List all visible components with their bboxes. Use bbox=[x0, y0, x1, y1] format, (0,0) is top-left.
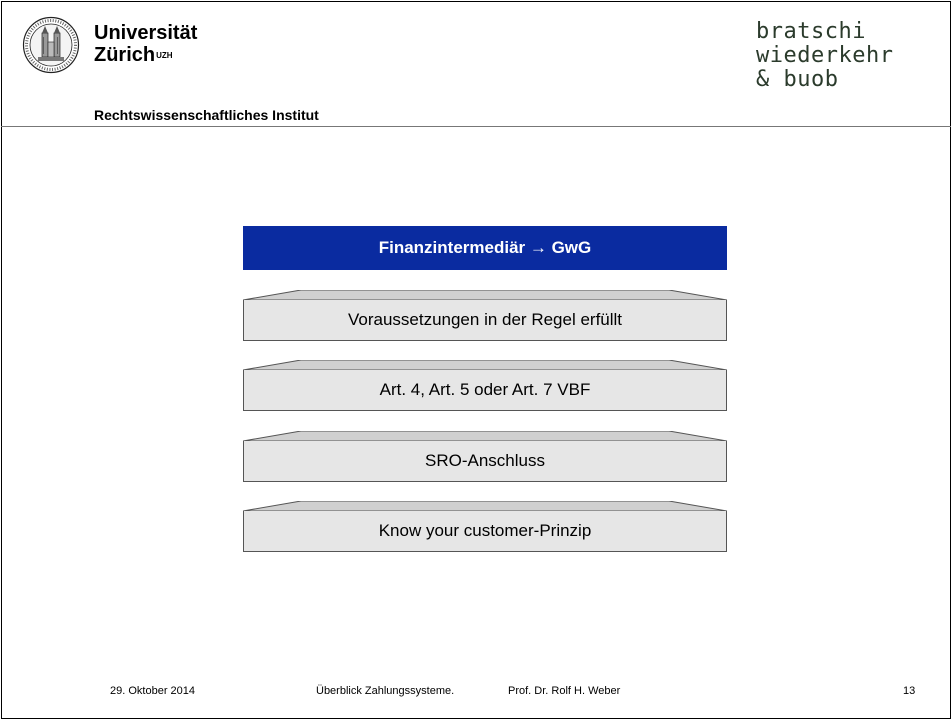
footer-date: 29. Oktober 2014 bbox=[110, 685, 196, 697]
step-bevel bbox=[243, 431, 727, 441]
firm-logo-line1: bratschi bbox=[756, 19, 866, 44]
step-bevel bbox=[243, 290, 727, 300]
firm-logo-line3: & buob bbox=[756, 67, 839, 92]
step-item: Voraussetzungen in der Regel erfüllt bbox=[243, 290, 727, 341]
page-number: 13 bbox=[903, 685, 916, 697]
step-item: SRO-Anschluss bbox=[243, 431, 727, 482]
institute-name: Rechtswissenschaftliches Institut bbox=[94, 107, 319, 123]
step-label: Know your customer-Prinzip bbox=[243, 511, 727, 552]
firm-logo: bratschi wiederkehr & buob bbox=[756, 20, 893, 92]
firm-logo-line2: wiederkehr bbox=[756, 43, 894, 68]
step-label: SRO-Anschluss bbox=[243, 441, 727, 482]
footer-author: Prof. Dr. Rolf H. Weber bbox=[508, 685, 621, 697]
step-label: Voraussetzungen in der Regel erfüllt bbox=[243, 300, 727, 341]
university-name: Universität ZürichUZH bbox=[94, 22, 197, 66]
step-item: Art. 4, Art. 5 oder Art. 7 VBF bbox=[243, 360, 727, 411]
university-city: Zürich bbox=[94, 44, 156, 66]
step-bevel bbox=[243, 501, 727, 511]
step-item: Know your customer-Prinzip bbox=[243, 501, 727, 552]
university-name-line1: Universität bbox=[94, 22, 198, 44]
header-divider bbox=[1, 126, 951, 127]
uzh-seal-icon bbox=[22, 16, 80, 74]
step-label: Art. 4, Art. 5 oder Art. 7 VBF bbox=[243, 370, 727, 411]
university-abbreviation: UZH bbox=[156, 51, 173, 60]
step-bevel bbox=[243, 360, 727, 370]
university-name-line2: ZürichUZH bbox=[94, 44, 197, 66]
slide-title: Finanzintermediär → GwG bbox=[243, 226, 727, 270]
footer-subject: Überblick Zahlungssysteme. bbox=[316, 685, 455, 697]
